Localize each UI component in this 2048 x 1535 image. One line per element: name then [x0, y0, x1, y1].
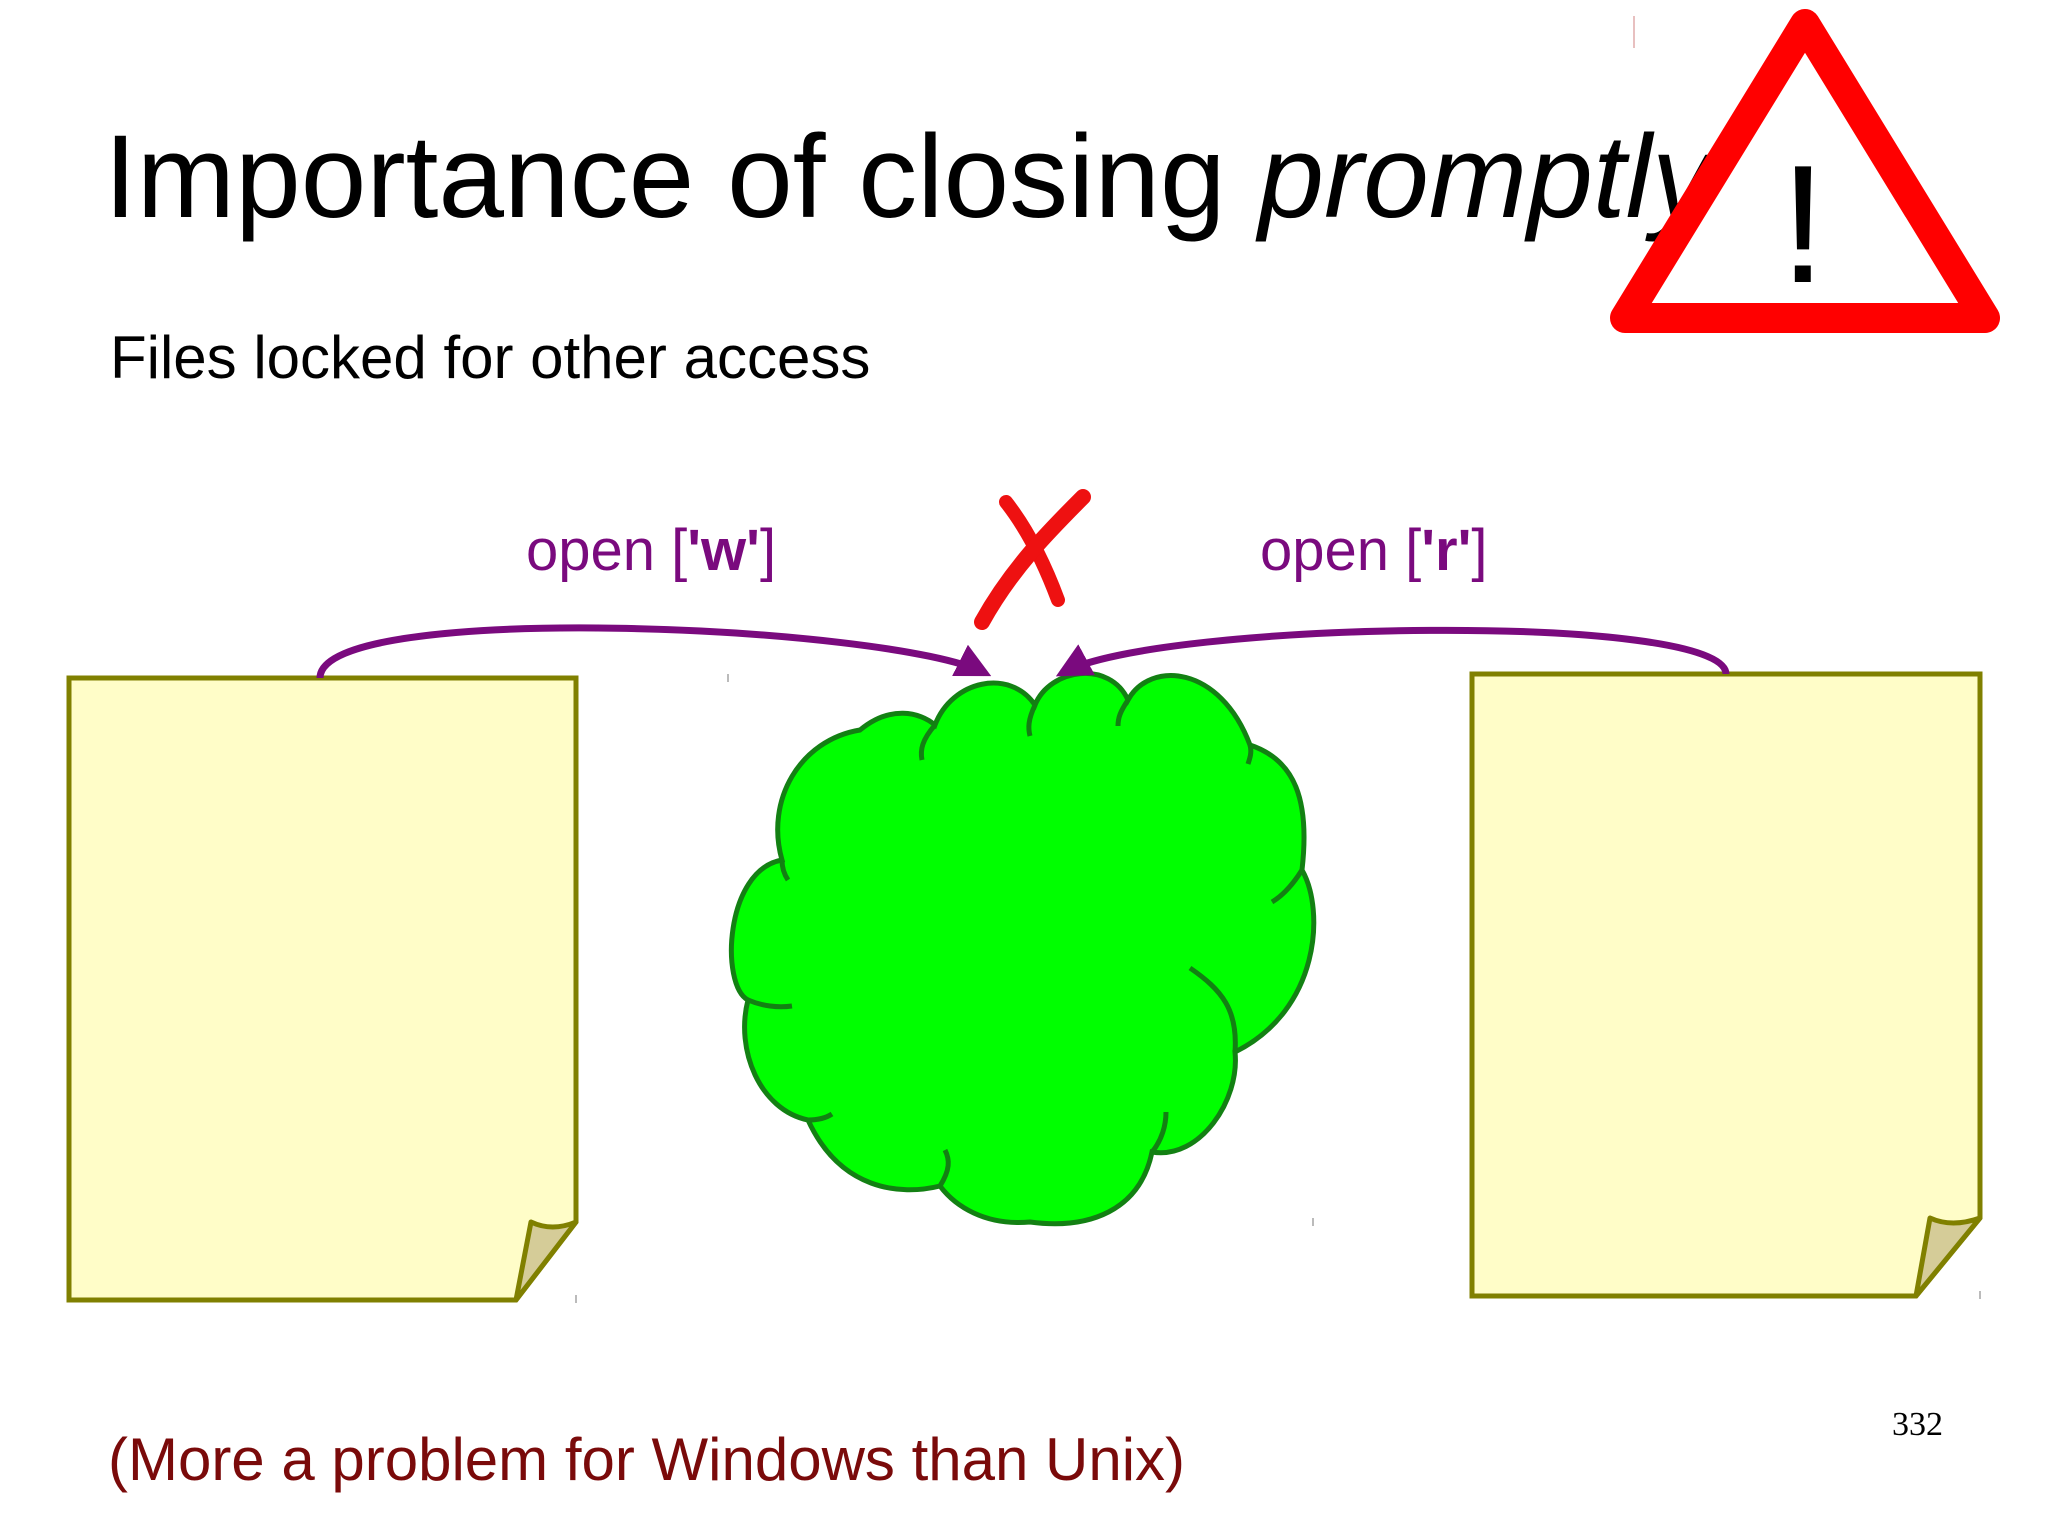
slide-title: Importance of closing promptly	[104, 118, 1711, 236]
cloud-icon	[728, 670, 1317, 1227]
open-write-suffix: ]	[759, 518, 777, 583]
left-file-icon	[66, 675, 579, 1303]
open-write-mode: 'w'	[687, 518, 760, 583]
warning-triangle-icon: !	[1610, 9, 2000, 333]
right-open-arrow	[1055, 626, 1730, 677]
open-read-mode: 'r'	[1421, 518, 1472, 583]
open-write-prefix: open [	[526, 518, 688, 583]
slide-subtitle: Files locked for other access	[110, 324, 871, 391]
left-open-arrow	[316, 624, 992, 679]
open-read-suffix: ]	[1471, 518, 1488, 583]
open-write-label: open ['w']	[526, 522, 776, 580]
title-emphasis: promptly	[1258, 111, 1711, 243]
open-read-label: open ['r']	[1260, 522, 1488, 580]
right-file-icon	[1469, 671, 1983, 1299]
slide-footnote: (More a problem for Windows than Unix)	[108, 1426, 1186, 1493]
warning-exclamation: !	[1780, 130, 1827, 318]
title-plain: Importance of closing	[104, 111, 1259, 243]
page-number: 332	[1892, 1406, 1943, 1443]
cross-mark-icon	[974, 489, 1091, 630]
open-read-prefix: open [	[1260, 518, 1422, 583]
